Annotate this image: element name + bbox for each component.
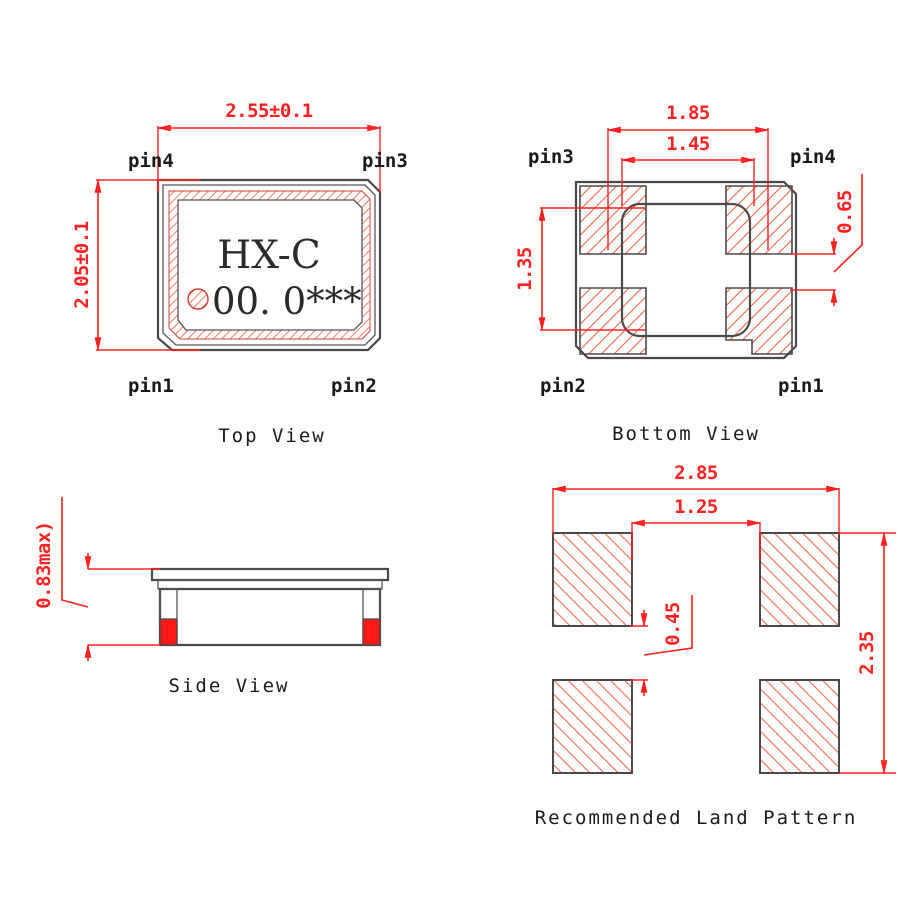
- land-pattern-outer-height-dimension: 2.35: [839, 531, 896, 775]
- bottom-view: 1.85 1.45 1.35 0.65 pin3 pin4 pin2: [514, 102, 863, 445]
- package-cavity: [177, 199, 363, 331]
- top-view-package-body: [156, 178, 382, 352]
- pad-pin2: [579, 287, 647, 355]
- side-view-terminal-right: [362, 618, 381, 646]
- bottom-view-inner-span-dimension: 1.45: [620, 133, 756, 206]
- land-pattern-caption: Recommended Land Pattern: [535, 807, 858, 829]
- bottom-view-caption: Bottom View: [612, 423, 760, 445]
- side-view-lid: [150, 567, 390, 582]
- bottom-view-pin1-label: pin1: [778, 375, 824, 397]
- pad-pin3: [579, 185, 647, 255]
- top-view-height-dimension: 2.05±0.1: [71, 178, 200, 352]
- top-view-caption: Top View: [218, 425, 326, 447]
- bottom-view-outer-span-value: 1.85: [666, 102, 710, 124]
- package-outline: [156, 178, 382, 352]
- land-pattern-outer-width-dimension: 2.85: [551, 462, 841, 535]
- side-view-height-dimension: 0.83max): [33, 497, 160, 661]
- top-view-width-dimension: 2.55±0.1: [156, 100, 382, 192]
- top-view-height-value: 2.05±0.1: [71, 221, 93, 309]
- top-view-pin2-label: pin2: [331, 375, 377, 397]
- marking-line1: HX-C: [217, 233, 320, 278]
- land-pad-bottom-left: [552, 679, 633, 774]
- land-pattern-outer-width-value: 2.85: [674, 462, 718, 484]
- land-pad-top-left: [552, 532, 633, 627]
- land-pattern-pad-gap-value: 0.45: [662, 602, 684, 646]
- land-pattern-view: 2.85 1.25 2.35 0.45 Recommended Land Pat…: [535, 462, 896, 829]
- top-view-width-value: 2.55±0.1: [225, 100, 313, 122]
- pin1-marker-dot-icon: [187, 288, 209, 310]
- bottom-view-pad-gap-value: 0.65: [834, 190, 856, 234]
- bottom-view-vertical-span-dimension: 1.35: [514, 206, 646, 332]
- land-pad-top-right: [759, 532, 840, 627]
- side-view-caption: Side View: [169, 675, 290, 697]
- bottom-view-outer-span-dimension: 1.85: [606, 102, 770, 250]
- top-view-pin3-label: pin3: [362, 150, 408, 172]
- bottom-view-pin4-label: pin4: [790, 146, 836, 168]
- bottom-view-pads: [579, 185, 793, 355]
- pad-pin4: [725, 185, 793, 255]
- land-pattern-inner-gap-dimension: 1.25: [630, 496, 762, 560]
- pad-pin1: [725, 287, 793, 355]
- bottom-view-pad-gap-dimension: 0.65: [790, 174, 863, 306]
- top-view-pin4-label: pin4: [128, 150, 174, 172]
- bottom-view-cavity: [620, 202, 752, 338]
- bottom-view-vertical-span-value: 1.35: [514, 247, 536, 291]
- top-view-pin1-label: pin1: [128, 375, 174, 397]
- lid-edge: [162, 184, 376, 346]
- land-pattern-inner-gap-value: 1.25: [674, 496, 718, 518]
- side-view-terminal-left: [159, 618, 178, 646]
- top-view: HX-C 00. 0*** 2.55±0.1 2.05±0.1 pin4 pin…: [71, 100, 408, 447]
- side-view: 0.83max) Side View: [33, 497, 390, 697]
- bottom-view-pin2-label: pin2: [540, 375, 586, 397]
- side-view-height-value: 0.83max): [33, 521, 55, 609]
- land-pattern-outer-height-value: 2.35: [856, 631, 878, 675]
- bottom-view-pin3-label: pin3: [528, 146, 574, 168]
- bottom-view-inner-span-value: 1.45: [666, 133, 710, 155]
- land-pattern-pad-gap-dimension: 0.45: [630, 595, 693, 696]
- side-view-lid-step: [157, 579, 383, 590]
- land-pad-bottom-right: [759, 679, 840, 774]
- marking-line2: 00. 0***: [212, 280, 362, 323]
